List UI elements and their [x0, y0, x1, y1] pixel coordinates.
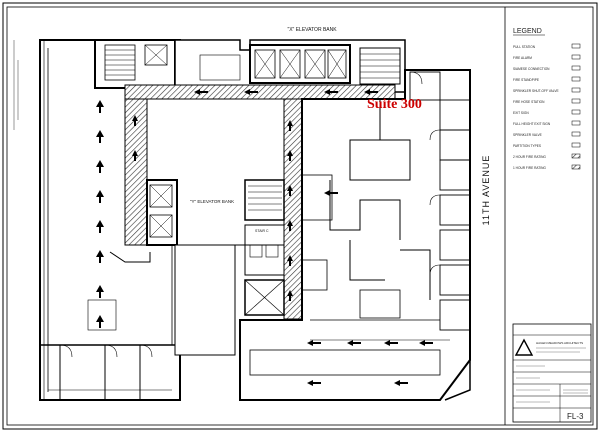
legend-symbol-icon — [571, 131, 581, 137]
firm-logo-icon — [514, 338, 534, 356]
legend-item-label: 2 HOUR FIRE RATING — [513, 155, 546, 159]
stair-c-label: STAIR C — [255, 229, 269, 233]
legend-item-label: EXIT SIGN — [513, 111, 529, 115]
legend-item-label: PULL STATION — [513, 45, 536, 49]
legend-item-label: FIRE STANDPIPE — [513, 78, 539, 82]
legend-symbol-icon — [571, 65, 581, 71]
legend-item-label: SPRINKLER VALVE — [513, 133, 542, 137]
legend-item-label: SPRINKLER SHUT-OFF VALVE — [513, 89, 559, 93]
legend-title: LEGEND — [513, 28, 542, 35]
title-block: HAGEN MEADOWS ARCHITECTS FL-3 — [512, 323, 592, 423]
legend-symbol-icon — [571, 142, 581, 148]
legend-item-label: 1 HOUR FIRE RATING — [513, 166, 546, 170]
sheet-number: FL-3 — [567, 412, 584, 421]
central-core — [146, 98, 285, 356]
legend-item-label: SIAMESE CONNECTION — [513, 67, 550, 71]
legend-symbol-icon — [571, 164, 581, 170]
legend-symbol-icon — [571, 153, 581, 159]
suite-label: Suite 300 — [367, 97, 422, 112]
y-elevator-bank-label: "Y" ELEVATOR BANK — [190, 199, 234, 204]
legend-item-label: PARTITION TYPES — [513, 144, 541, 148]
legend-symbol-icon — [571, 76, 581, 82]
legend-symbol-icon — [571, 43, 581, 49]
top-core — [174, 39, 406, 93]
x-elevator-bank-label: "X" ELEVATOR BANK — [287, 27, 337, 33]
legend-symbol-icon — [571, 120, 581, 126]
legend-symbol-icon — [571, 54, 581, 60]
legend-item-label: FIRE HOSE STATION — [513, 100, 545, 104]
fire-tower — [94, 39, 176, 89]
legend-symbol-icon — [571, 87, 581, 93]
suite-300-area — [239, 69, 471, 401]
legend-symbol-icon — [571, 98, 581, 104]
legend-symbol-icon — [571, 109, 581, 115]
legend-item-label: FULL HEIGHT EXIT SIGN — [513, 122, 551, 126]
egress-arrows-suite — [307, 190, 433, 386]
firm-name: HAGEN MEADOWS ARCHITECTS — [536, 341, 583, 345]
margin-notes — [13, 40, 19, 130]
legend-item-label: FIRE ALARM — [513, 56, 532, 60]
street-label: 11TH AVENUE — [481, 155, 491, 226]
egress-arrows-corridor — [132, 89, 378, 301]
legend: LEGEND PULL STATION FIRE ALARM SIAMESE CON… — [513, 28, 581, 170]
